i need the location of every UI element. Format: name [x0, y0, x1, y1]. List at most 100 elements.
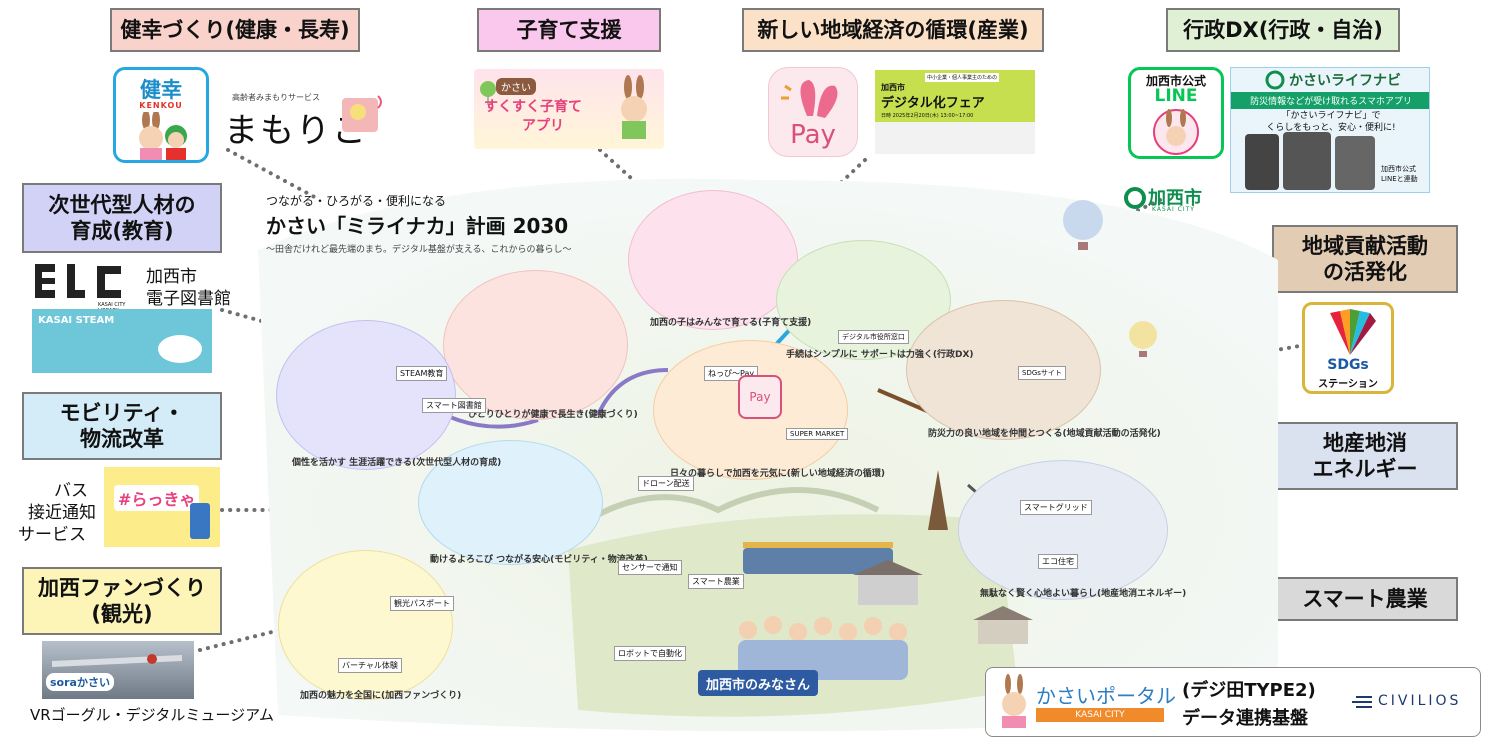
digital-fair-poster[interactable]: 中小企業・個人事業主のための 加西市 デジタル化フェア 日時 2025年2月20… — [875, 70, 1035, 154]
rakkya-title: #らっきゃ — [114, 485, 200, 511]
life-navi-logo-icon — [1265, 70, 1285, 90]
life-navi-app-card[interactable]: かさいライフナビ 防災情報などが受け取れるスマホアプリ 「かさいライフナビ」で … — [1230, 67, 1430, 193]
sora-kasai-photo[interactable]: soraかさい — [42, 641, 194, 699]
airplane-icon — [52, 654, 182, 667]
fair-body — [875, 122, 1035, 154]
steam-mascot-icon — [158, 335, 202, 363]
label-sensor: センサーで通知 — [618, 560, 682, 575]
rabbit-ears-icon — [781, 80, 838, 118]
plan-tagline: 〜田舎だけれど最先端のまち。デジタル基盤が支える、これからの暮らし〜 — [266, 245, 572, 255]
vr-museum-label: VRゴーグル・デジタルミュージアム — [30, 706, 275, 724]
platform-type: (デジ田TYPE2) — [1182, 680, 1316, 701]
disc-edu-caption: 個性を活かす 生涯活躍できる(次世代型人材の育成) — [292, 458, 502, 468]
rakkya-bus-banner[interactable]: #らっきゃ — [104, 467, 220, 547]
bus-label-2: 接近通知 — [28, 503, 96, 523]
connector-health — [226, 148, 322, 202]
disc-health — [443, 270, 628, 420]
label-sdgs-site: SDGsサイト — [1018, 366, 1066, 380]
mirainaka-plan-illustration: 加西の子はみんなで育てる(子育て支援) 手続はシンプルに サポートは力強く(行政… — [238, 170, 1288, 735]
disc-fan-caption: 加西の魅力を全国に(加西ファンづくり) — [300, 691, 462, 701]
label-smartgrid: スマートグリッド — [1020, 500, 1092, 515]
sora-logo: soraかさい — [46, 673, 114, 691]
disc-mobility-caption: 動けるよろこび つながる安心(モビリティ・物流改革) — [430, 555, 648, 565]
category-mobility-label-1: モビリティ・ — [59, 400, 185, 425]
category-health-label: 健幸づくり(健康・長寿) — [120, 17, 350, 42]
category-mobility-label-2: 物流改革 — [80, 427, 164, 451]
civilios-logo: CIVILIOS — [1378, 693, 1462, 709]
rabbit-mascot-icon — [139, 112, 187, 160]
plan-title: かさい「ミライナカ」計画 2030 — [266, 214, 569, 238]
category-education-label-1: 次世代型人材の — [48, 192, 196, 217]
disc-fan — [278, 550, 453, 700]
bus-label-3: サービス — [18, 525, 86, 545]
category-education-label-2: 育成(教育) — [70, 219, 174, 243]
life-navi-side-1: 加西市公式 — [1381, 165, 1416, 173]
library-jp-1: 加西市 — [146, 267, 197, 287]
line-title: 加西市公式 — [1145, 74, 1206, 88]
disc-admin-caption: 手続はシンプルに サポートは力強く(行政DX) — [786, 350, 974, 360]
fair-kasai: 加西市 — [881, 83, 905, 92]
disc-energy-caption: 無駄なく賢く心地よい暮らし(地産地消エネルギー) — [980, 589, 1187, 599]
life-navi-text-1: 「かさいライフナビ」で — [1281, 111, 1381, 121]
kasai-steam-banner[interactable]: KASAI STEAM — [32, 309, 212, 373]
label-digital-office: デジタル市役所窓口 — [838, 330, 909, 344]
disc-daily-caption: 日々の暮らしで加西を元気に(新しい地域経済の循環) — [670, 469, 885, 479]
rabbit-mascot-icon — [1153, 109, 1199, 155]
portal-name[interactable]: かさいポータル — [1036, 684, 1176, 708]
category-mobility: モビリティ・ 物流改革 — [22, 392, 222, 460]
bus-label-1: バス — [54, 481, 88, 501]
civilios-logo-icon — [1352, 696, 1372, 708]
label-passport: 観光パスポート — [390, 596, 454, 611]
life-navi-title: かさいライフナビ — [1289, 73, 1401, 89]
bus-phone-icon — [190, 503, 210, 539]
category-admin-label: 行政DX(行政・自治) — [1183, 17, 1383, 42]
house-icon — [853, 560, 923, 605]
life-navi-text-2: くらしをもっと、安心・便利に! — [1266, 123, 1396, 133]
category-admin: 行政DX(行政・自治) — [1166, 8, 1400, 52]
line-official-account[interactable]: 加西市公式 LINE — [1128, 67, 1224, 159]
rabbit-mascot-icon — [1002, 674, 1026, 728]
hot-air-balloon-icon — [1129, 321, 1157, 357]
life-navi-band: 防災情報などが受け取れるスマホアプリ — [1231, 92, 1429, 109]
pay-phone-icon: Pay — [738, 375, 782, 419]
hot-air-balloon-icon — [1063, 200, 1103, 250]
fair-date: 日時 2025年2月20日(木) 13:00~17:00 — [881, 113, 974, 119]
category-fan-label-1: 加西ファンづくり — [38, 575, 206, 600]
steam-title: KASAI STEAM — [38, 315, 115, 326]
pay-app-icon[interactable]: Pay — [768, 67, 858, 157]
train-icon — [743, 542, 893, 574]
mamorico-caption: 高齢者みまもりサービス — [232, 93, 320, 102]
pay-logo-text: Pay — [790, 120, 836, 150]
citizens-banner: 加西市のみなさん — [698, 670, 818, 696]
balloon-icon — [480, 81, 496, 105]
label-smartagri: スマート農業 — [688, 574, 744, 589]
category-energy: 地産地消 エネルギー — [1272, 422, 1458, 490]
sdgs-main: SDGs — [1327, 357, 1369, 373]
library-jp-2: 電子図書館 — [146, 289, 231, 309]
platform-name: データ連携基盤 — [1182, 708, 1308, 729]
label-supermarket: SUPER MARKET — [786, 428, 849, 440]
fair-title: デジタル化フェア — [881, 96, 985, 111]
rabbit-mascot-icon — [621, 75, 647, 139]
category-economy: 新しい地域経済の循環(産業) — [742, 8, 1044, 52]
sdgs-station-logo[interactable]: SDGs ステーション — [1302, 302, 1394, 394]
connector-fan — [198, 623, 302, 652]
line-logo-text: LINE — [1154, 86, 1198, 106]
label-steam: STEAM教育 — [396, 366, 448, 381]
category-health: 健幸づくり(健康・長寿) — [110, 8, 360, 52]
label-eco: エコ住宅 — [1038, 554, 1078, 569]
mamorico-device-icon — [342, 95, 382, 132]
category-energy-label-2: エネルギー — [1312, 457, 1418, 481]
category-fan-label-2: (観光) — [91, 602, 153, 626]
kenkou-app-icon[interactable]: 健幸 KENKOU — [113, 67, 209, 163]
label-library: スマート図書館 — [422, 398, 486, 413]
category-agri: スマート農業 — [1272, 577, 1458, 621]
kenkou-subtitle: KENKOU — [139, 101, 183, 110]
category-contribution: 地域貢献活動 の活発化 — [1272, 225, 1458, 293]
category-childcare-label: 子育て支援 — [516, 17, 622, 42]
disc-edu — [276, 320, 456, 470]
plan-subtitle-top: つながる・ひろがる・便利になる — [266, 194, 447, 208]
kosodate-app-banner[interactable]: かさい すくすく子育て アプリ — [474, 69, 664, 149]
label-vr: バーチャル体験 — [338, 658, 402, 673]
disc-health-caption: ひとりひとりが健康で長生き(健康づくり) — [468, 410, 638, 420]
